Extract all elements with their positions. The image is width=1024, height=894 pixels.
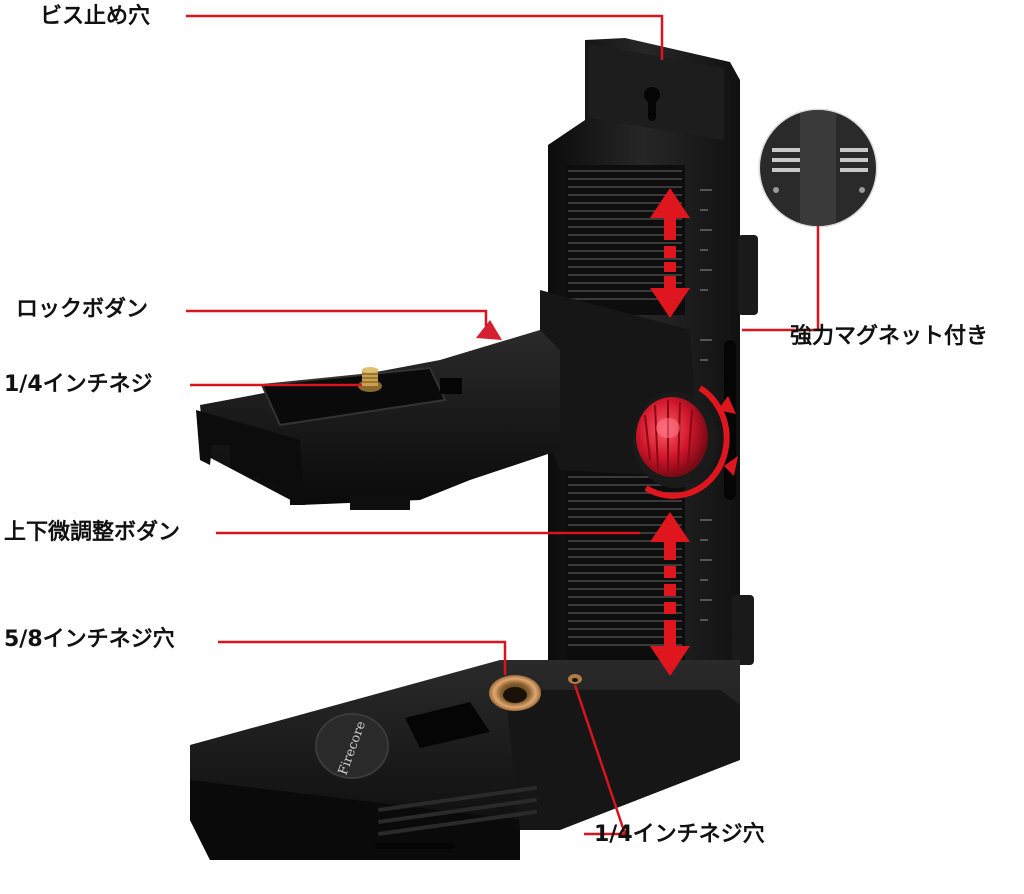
quarter-inch-screw-label: 1/4インチネジ bbox=[4, 372, 153, 397]
leader-lines bbox=[186, 14, 820, 836]
lock-button-label: ロックボダン bbox=[16, 297, 149, 322]
magnet-detail-inset bbox=[758, 108, 878, 228]
base bbox=[190, 660, 740, 860]
fine-adjust-knob bbox=[633, 392, 717, 488]
upper-arm bbox=[196, 290, 700, 510]
magnet-label: 強力マグネット付き bbox=[790, 324, 989, 349]
five-eighth-screw-hole-label: 5/8インチネジ穴 bbox=[4, 627, 175, 652]
adjust-arrows bbox=[644, 188, 738, 676]
quarter-inch-screw-hole-label: 1/4インチネジ穴 bbox=[594, 822, 765, 847]
screw-hole-label: ビス止め穴 bbox=[40, 4, 151, 29]
fine-adjust-button-label: 上下微調整ボダン bbox=[4, 520, 181, 545]
